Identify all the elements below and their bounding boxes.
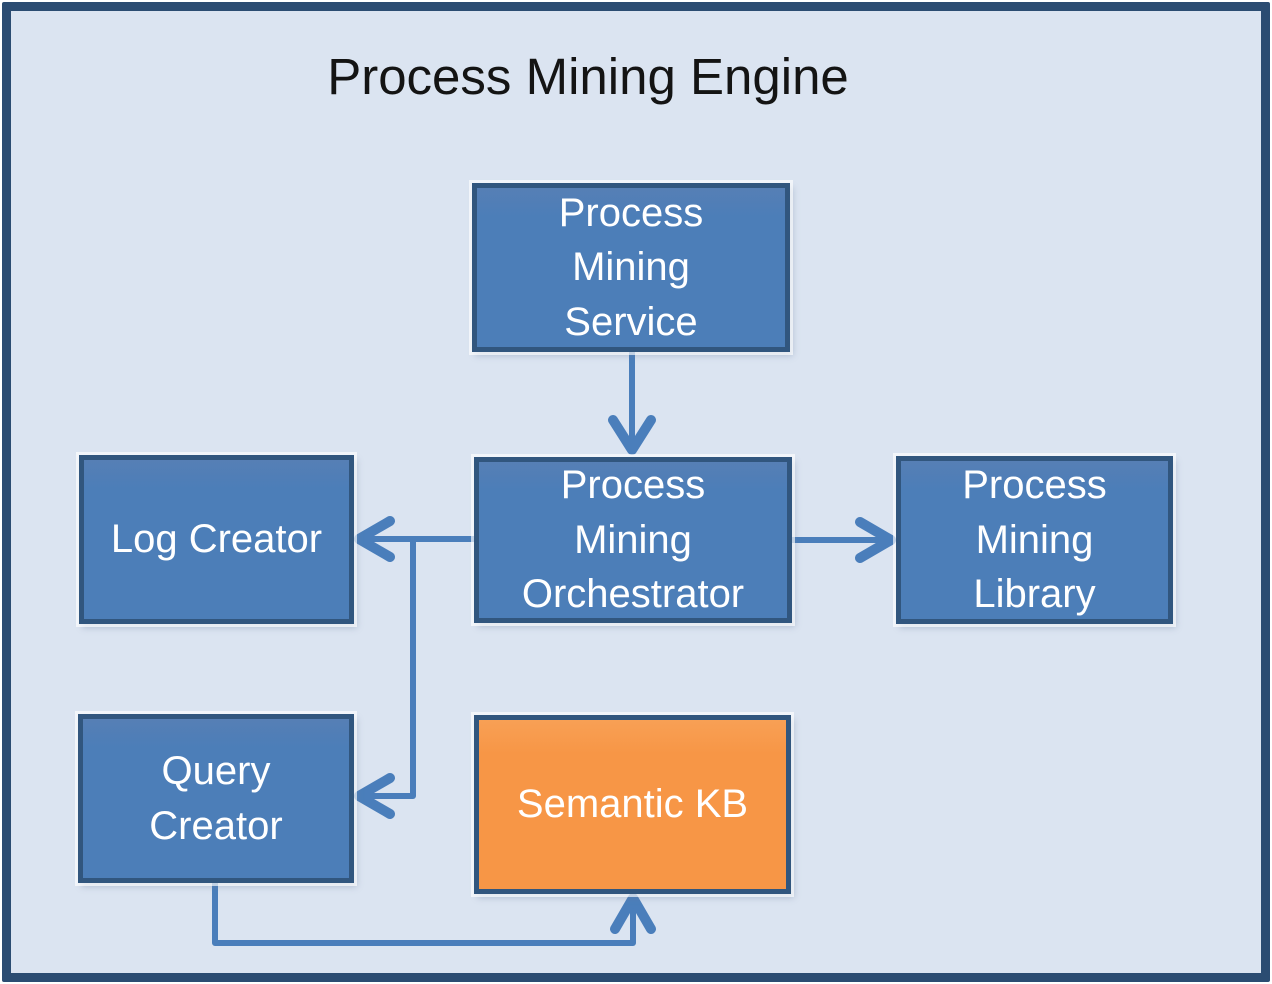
connector-line: [363, 539, 416, 799]
arrowhead-up-icon: [610, 893, 656, 934]
node-process-mining-service: Process Mining Service: [472, 183, 790, 352]
node-query-creator: Query Creator: [78, 714, 354, 883]
node-process-mining-library: Process Mining Library: [896, 456, 1173, 624]
diagram-title: Process Mining Engine: [327, 48, 849, 105]
node-semantic-kb: Semantic KB: [474, 715, 791, 894]
connector-service-to-orchestrator: [608, 352, 656, 455]
arrowhead-left-icon: [354, 773, 395, 819]
connector-orchestrator-to-query-creator: [354, 539, 416, 819]
node-log-creator: Log Creator: [79, 455, 354, 624]
arrowhead-right-icon: [855, 517, 896, 563]
arrowhead-down-icon: [608, 415, 656, 455]
arrowhead-left-icon: [354, 516, 395, 562]
connector-orchestrator-to-log-creator: [354, 516, 474, 562]
connector-orchestrator-to-library: [792, 517, 896, 563]
node-process-mining-orchestrator: Process Mining Orchestrator: [474, 457, 792, 623]
